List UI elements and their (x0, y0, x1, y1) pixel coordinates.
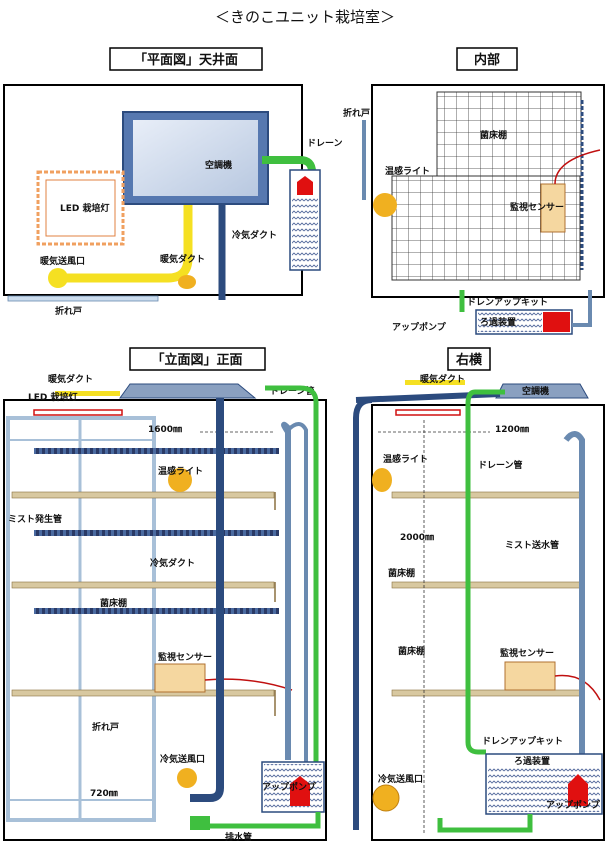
front-temp-light-label: 温感ライト (158, 465, 203, 477)
plan-warm-outlet-label: 暖気送風口 (40, 255, 85, 267)
plan-view-title: 「平面図」天井面 (134, 52, 238, 68)
front-shelf-label: 菌床棚 (100, 597, 127, 609)
inside-filter-label: ろ過装置 (480, 316, 516, 328)
side-drain-kit-label: ドレンアップキット (482, 735, 563, 747)
side-temp-light-label: 温感ライト (383, 453, 428, 465)
front-cold-duct-label: 冷気ダクト (150, 557, 195, 569)
plan-drain-label: ドレーン (307, 138, 343, 149)
main-title: ＜きのこユニット栽培室＞ (215, 8, 395, 26)
aircon-label: 空調機 (205, 159, 232, 171)
side-aircon-label: 空調機 (522, 385, 549, 397)
front-folding-door-label: 折れ戸 (92, 721, 119, 733)
side-shelf-label-2: 菌床棚 (398, 645, 425, 657)
plan-cold-duct-label: 冷気ダクト (232, 229, 277, 241)
front-view-title: 「立面図」正面 (151, 352, 242, 368)
plan-exhaust-duct-label: 暖気ダクト (160, 253, 205, 265)
front-door-width-label: 720㎜ (90, 789, 118, 799)
side-width-label: 1200㎜ (495, 425, 529, 435)
inside-drain-kit-label: ドレンアップキット (467, 296, 548, 308)
front-sensor-label: 監視センサー (158, 651, 212, 663)
inside-pump-label: アップポンプ (392, 321, 447, 333)
plan-view: 「平面図」天井面 空調機 LED 栽培灯 暖気ダクト 暖気送風口 冷気ダクト ド… (3, 47, 343, 317)
inside-temp-light-label: 温感ライト (385, 165, 430, 177)
front-mist-label: ミスト発生管 (8, 513, 62, 525)
side-exhaust-duct-label: 暖気ダクト (420, 373, 465, 385)
inside-view: 内部 折れ戸 菌床棚 温感ライト 監視センサー ドレンアップキット ろ過装置 ア… (343, 47, 605, 335)
side-mist-label: ミスト送水管 (505, 539, 559, 551)
side-height-label: 2000㎜ (400, 533, 434, 543)
front-view: 「立面図」正面 暖気ダクト LED 栽培灯 ドレーン管 1600㎜ 温感ライト … (3, 347, 327, 843)
inside-sensor-label: 監視センサー (510, 201, 564, 213)
front-led-label: LED 栽培灯 (28, 391, 78, 403)
side-view: 右横 空調機 暖気ダクト 1200㎜ 2000㎜ 温感ライト ドレーン管 ミスト… (353, 347, 605, 841)
side-pump-label: アップポンプ (546, 799, 601, 811)
side-cold-outlet-label: 冷気送風口 (378, 773, 423, 785)
front-pump-label: アップポンプ (262, 781, 317, 793)
side-drain-pipe-label: ドレーン管 (478, 459, 523, 471)
inside-folding-door-label: 折れ戸 (343, 107, 370, 119)
led-label: LED 栽培灯 (60, 202, 110, 214)
front-width-label: 1600㎜ (148, 425, 182, 435)
front-drain-out-label: 排水管 (225, 831, 252, 843)
front-exhaust-duct-label: 暖気ダクト (48, 373, 93, 385)
side-sensor-label: 監視センサー (500, 647, 554, 659)
side-shelf-label-1: 菌床棚 (388, 567, 415, 579)
inside-view-title: 内部 (474, 52, 500, 68)
front-cold-outlet-label: 冷気送風口 (160, 753, 205, 765)
plan-folding-door-label: 折れ戸 (55, 305, 82, 317)
inside-shelf-label: 菌床棚 (480, 129, 507, 141)
side-view-title: 右横 (455, 352, 483, 368)
side-filter-label: ろ過装置 (514, 755, 550, 767)
